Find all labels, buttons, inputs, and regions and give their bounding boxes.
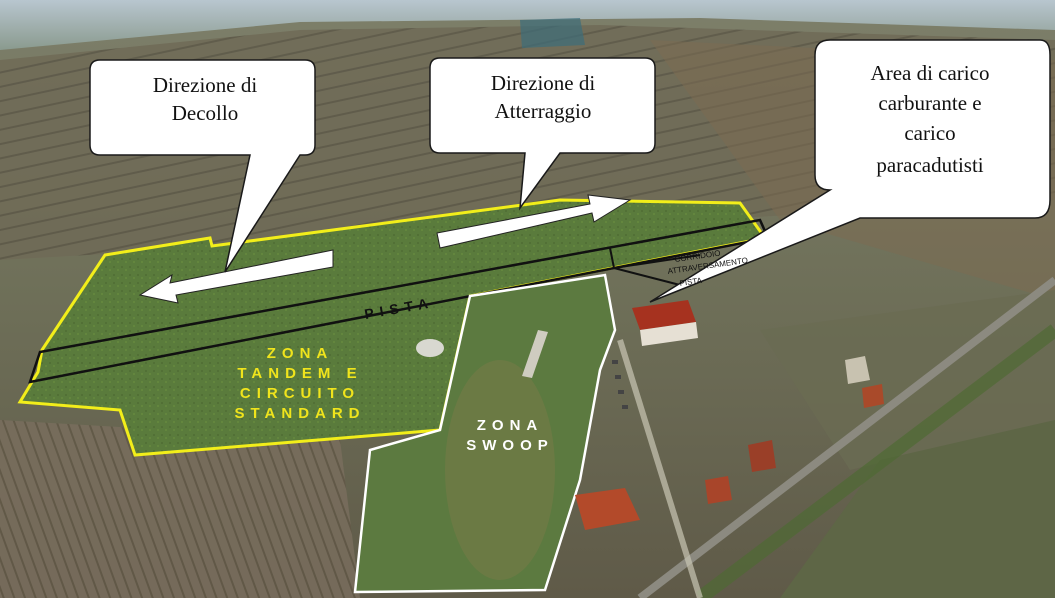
tandem-zone-label-line3: CIRCUITO <box>240 385 360 402</box>
fuel-callout-line4: paracadutisti <box>876 153 983 177</box>
fuel-callout-line2: carburante e <box>878 91 981 115</box>
parked-cars <box>612 360 628 409</box>
landing-callout-bubble <box>429 57 656 211</box>
tandem-zone-label-line4: STANDARD <box>234 405 365 422</box>
swoop-zone-label-line1: ZONA <box>477 417 544 434</box>
runway-crossing-corridor <box>609 247 701 286</box>
landing-direction-arrow <box>436 194 632 249</box>
gravel-strip <box>522 330 548 378</box>
takeoff-callout-line1: Direzione di <box>153 73 258 97</box>
takeoff-callout-line2: Decollo <box>172 101 238 125</box>
landing-callout-line2: Atterraggio <box>495 99 592 123</box>
swoop-pond <box>445 360 555 580</box>
fuel-callout-line1: Area di carico <box>871 61 990 85</box>
fuel-callout-line3: carico <box>904 121 955 145</box>
takeoff-direction-arrow <box>138 249 334 304</box>
farmhouse-buildings <box>575 356 884 530</box>
tandem-zone-label-line1: ZONA <box>267 345 334 362</box>
tandem-zone-label-line2: TANDEM E <box>237 365 362 382</box>
swoop-zone-label-line2: SWOOP <box>466 437 554 454</box>
crossing-label-line3: PISTA <box>679 276 703 288</box>
landing-callout-line1: Direzione di <box>491 71 596 95</box>
landing-circle <box>416 339 444 357</box>
fuel-area-callout-bubble <box>649 39 1051 303</box>
hangar-building <box>632 300 698 346</box>
takeoff-callout-bubble <box>89 59 316 273</box>
